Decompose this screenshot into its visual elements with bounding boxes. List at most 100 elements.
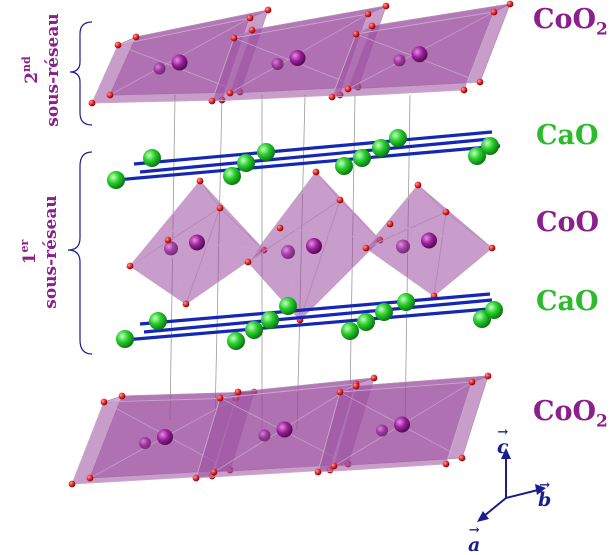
calcium-atom [261, 311, 279, 329]
cobalt-atom [306, 238, 322, 254]
cobalt-atom [289, 50, 306, 66]
oxygen-atom [370, 374, 378, 382]
axis-c-arrowhead [501, 448, 511, 459]
lattice-line [296, 94, 306, 431]
oxygen-atom [312, 168, 320, 176]
coo2-slab-bottom [68, 372, 492, 488]
calcium-atom [335, 157, 353, 175]
oxygen-atom [68, 480, 76, 488]
oxygen-atom [248, 26, 256, 34]
calcium-atom [149, 312, 167, 330]
brace-second-sublattice [69, 21, 93, 126]
octahedron-face [167, 239, 266, 305]
calcium-atom [397, 293, 415, 311]
calcium-atom [107, 171, 125, 189]
oxygen-atom [368, 22, 376, 30]
label-cao-upper: CaO [536, 120, 599, 151]
cao-bond [143, 298, 493, 334]
brace-first-sublattice [67, 151, 93, 355]
oxygen-atom [352, 382, 360, 390]
cao-bond [139, 292, 491, 326]
oxygen-atom [382, 2, 390, 10]
cao-bond [139, 137, 491, 174]
sublattice-braces [67, 21, 93, 355]
oxygen-atom [362, 244, 370, 252]
cobalt-atom [189, 234, 205, 251]
axis-b-line [505, 489, 539, 499]
oxygen-atom [234, 388, 242, 396]
calcium-atom [237, 154, 255, 172]
axis-triad [477, 448, 546, 522]
label-first-sublattice: 1er sous-réseau [14, 142, 62, 362]
cobalt-atom [164, 241, 178, 256]
oxygen-atom [442, 208, 450, 216]
oxygen-atom [336, 388, 344, 396]
label-second-number: 2nd [20, 56, 42, 84]
calcium-atom [257, 143, 275, 161]
oxygen-atom [336, 196, 344, 204]
oxygen-atom [132, 33, 140, 41]
oxygen-atom [196, 177, 204, 185]
oxygen-atom [246, 14, 254, 22]
label-coo2-top-sub: 2 [596, 19, 608, 40]
cao-bond [115, 144, 501, 182]
cobalt-atom [171, 54, 188, 71]
cao-layer-lower [116, 292, 503, 350]
cobalt-atom [396, 239, 410, 254]
cobalt-atom [276, 421, 293, 438]
oxygen-atom [86, 474, 94, 482]
calcium-atom [227, 332, 245, 350]
axis-a-arrowhead [477, 511, 489, 522]
oxygen-atom [476, 78, 484, 86]
calcium-atom [357, 313, 375, 331]
oxygen-atom [488, 244, 496, 252]
oxygen-atom [216, 394, 224, 402]
octahedron-face [167, 180, 266, 251]
cobalt-atom [139, 437, 151, 449]
cobalt-atom [153, 62, 166, 75]
calcium-atom [485, 301, 503, 319]
oxygen-atom [216, 204, 224, 212]
label-second-sublattice: 2nd sous-réseau [16, 0, 64, 150]
cobalt-atom [258, 429, 271, 442]
oxygen-atom [458, 454, 466, 462]
cobalt-atom [421, 232, 437, 249]
lattice-line [404, 94, 411, 431]
cobalt-atom [394, 416, 410, 433]
cobalt-atom [393, 54, 406, 67]
oxygen-atom [208, 97, 216, 105]
calcium-atom [279, 297, 297, 315]
label-coo-middle: CoO [536, 207, 600, 238]
oxygen-atom [182, 300, 190, 308]
axis-label-a: → a [468, 523, 481, 555]
oxygen-atom [192, 474, 200, 482]
label-coo2-bottom-base: CoO [533, 396, 597, 427]
oxygen-atom [114, 41, 122, 49]
oxygen-atom [118, 392, 126, 400]
cobalt-atom [271, 58, 284, 70]
calcium-atom [372, 139, 390, 157]
label-cao-lower: CaO [536, 286, 599, 317]
calcium-atom [143, 149, 161, 167]
cao-bond [133, 130, 493, 166]
oxygen-atom [260, 246, 268, 254]
oxygen-atom [352, 30, 360, 38]
cobalt-atom [281, 245, 295, 259]
axis-label-c: → c [497, 425, 509, 458]
label-first-number: 1er [18, 239, 40, 265]
calcium-atom [481, 137, 499, 155]
oxygen-atom [414, 181, 422, 189]
cobalt-atom [411, 46, 428, 63]
oxygen-atom [344, 85, 352, 93]
oxygen-atom [484, 372, 492, 380]
label-coo2-bottom: CoO2 [533, 396, 608, 431]
calcium-atom [353, 149, 371, 167]
oxygen-atom [264, 6, 272, 14]
cao-bond [123, 306, 501, 342]
oxygen-atom [226, 89, 234, 97]
label-coo2-top-base: CoO [533, 4, 597, 35]
coo-layer-middle [126, 168, 496, 324]
label-coo2-bottom-sub: 2 [596, 411, 608, 432]
